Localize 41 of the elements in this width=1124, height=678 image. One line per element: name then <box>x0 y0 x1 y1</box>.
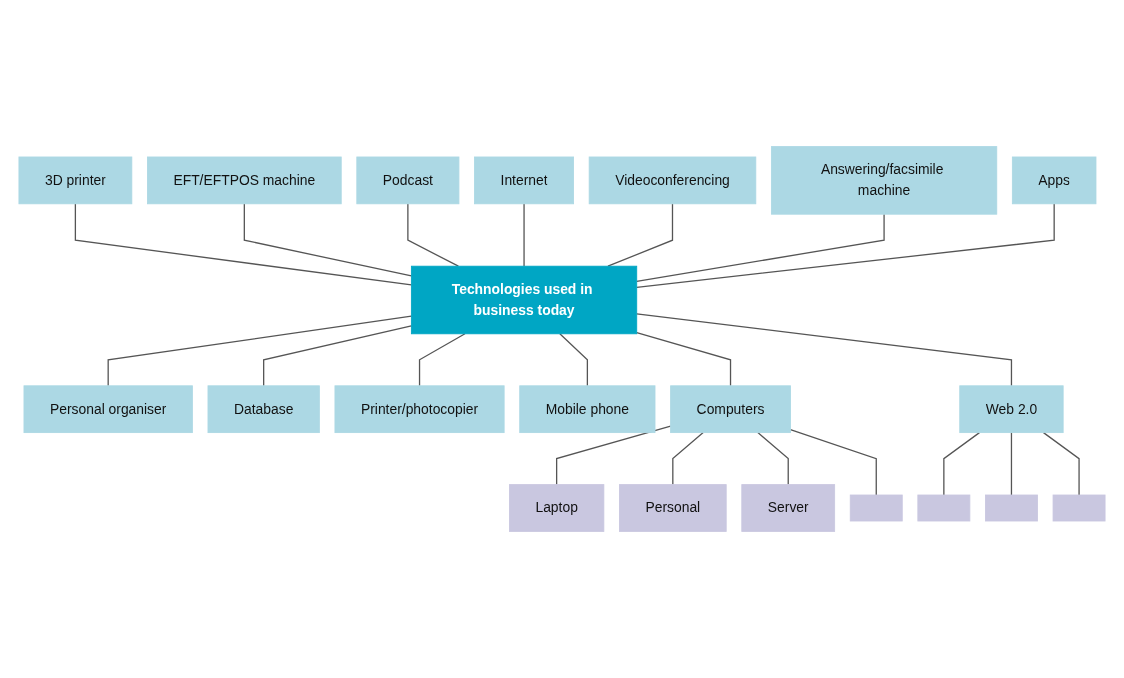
node-box: Answering/facsimile machine <box>770 146 998 215</box>
node-box: Printer/photocopier <box>334 385 505 434</box>
connector <box>1042 431 1080 496</box>
node-box: Videoconferencing <box>588 156 757 205</box>
node-box: Server <box>741 484 836 532</box>
node-box: Podcast <box>356 156 460 205</box>
connector <box>636 203 1055 288</box>
node-box: Computers <box>670 385 791 434</box>
connector <box>107 315 413 387</box>
node-box: Technologies used in business today <box>410 265 638 335</box>
connector <box>672 431 704 486</box>
connector <box>418 333 466 387</box>
connector <box>636 213 885 282</box>
connector <box>636 332 732 387</box>
connector <box>556 425 672 486</box>
node-box: Database <box>207 385 320 434</box>
connector <box>523 203 525 267</box>
connector <box>789 428 877 496</box>
node-box: Personal <box>619 484 727 532</box>
node-box: Internet <box>474 156 574 205</box>
node-box <box>1052 494 1106 522</box>
connector <box>607 203 674 267</box>
connector <box>407 203 460 267</box>
node-box <box>985 494 1038 522</box>
connector <box>243 203 413 277</box>
node-box: Laptop <box>509 484 605 532</box>
connector <box>636 313 1013 387</box>
node-box: Apps <box>1011 156 1097 205</box>
connector <box>559 333 588 387</box>
node-box: Mobile phone <box>519 385 656 434</box>
connector <box>74 203 413 286</box>
node-box: 3D printer <box>18 156 133 205</box>
node-box: Web 2.0 <box>959 385 1064 434</box>
connector <box>943 431 981 496</box>
connector <box>1010 431 1013 496</box>
node-box: Personal organiser <box>23 385 193 434</box>
node-box <box>917 494 971 522</box>
node-box: EFT/EFTPOS machine <box>147 156 342 205</box>
connector <box>263 325 413 387</box>
node-box <box>849 494 903 522</box>
connector <box>757 431 789 486</box>
